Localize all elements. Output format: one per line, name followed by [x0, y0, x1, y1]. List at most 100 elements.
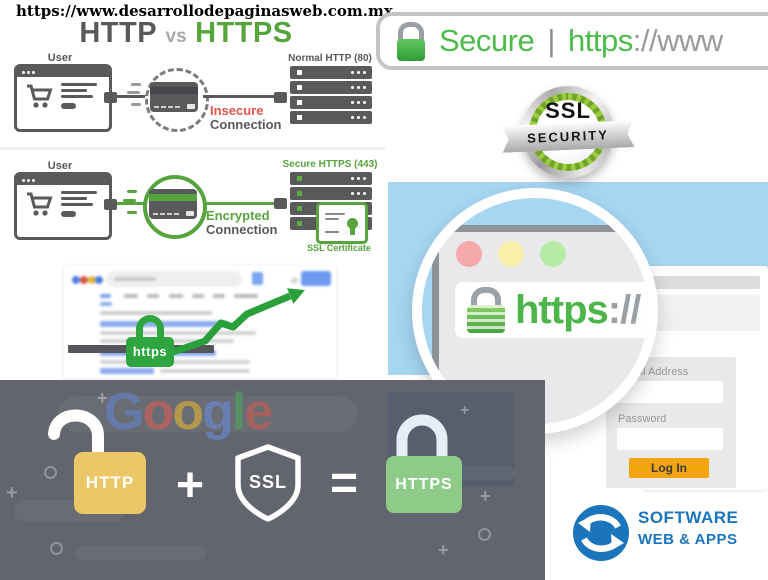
search-input[interactable] — [106, 271, 242, 287]
protocol-https: https — [568, 23, 633, 58]
zoomed-address-bar[interactable]: https:// — [455, 282, 648, 338]
result-title[interactable] — [100, 321, 228, 327]
speed-dash — [131, 83, 141, 86]
maximize-traffic-dot[interactable] — [540, 241, 566, 267]
cable-plug-icon — [104, 199, 117, 210]
server-icon — [290, 96, 372, 109]
tab[interactable] — [100, 294, 111, 298]
google-letter: o — [142, 383, 174, 441]
secure-wire — [117, 202, 145, 205]
decor-ring — [478, 528, 491, 541]
http-padlock-icon: HTTP — [74, 452, 146, 514]
ssl-certificate-icon — [316, 202, 368, 244]
text-line — [61, 203, 93, 206]
result-title[interactable] — [100, 368, 154, 374]
card-header-bar — [650, 276, 760, 289]
login-button[interactable]: Log In — [629, 458, 709, 478]
result-snippet — [100, 331, 256, 335]
browser-titlebar — [17, 67, 109, 77]
server-icon — [290, 81, 372, 94]
software-web-apps-logo-icon — [573, 505, 629, 561]
secure-lock-icon — [396, 21, 426, 61]
url-rest: :// — [607, 287, 642, 332]
google-logo: Google — [104, 382, 273, 442]
user-label-insecure: User — [47, 52, 73, 64]
server-icon — [290, 66, 372, 79]
plus-operator: + — [175, 459, 205, 512]
server-label-http: Normal HTTP (80) — [288, 53, 372, 64]
result-snippet — [160, 369, 250, 373]
secure-status-line1: Encrypted — [206, 208, 270, 223]
apps-icon — [291, 277, 298, 284]
brand-name: SOFTWARE — [638, 508, 739, 527]
section-divider — [0, 147, 385, 150]
google-letter: g — [201, 383, 234, 441]
decor-plus: + — [438, 540, 449, 560]
cable-plug-icon — [104, 92, 117, 103]
browser-address-bar[interactable]: Secure | https://www — [376, 12, 768, 70]
decor-plus: + — [460, 402, 470, 419]
tab[interactable] — [169, 294, 183, 298]
ghost-bar — [58, 396, 358, 432]
badge-ssl-text: SSL — [545, 98, 591, 123]
text-line — [61, 197, 87, 200]
credit-card-icon — [150, 82, 198, 112]
tab[interactable] — [192, 294, 204, 298]
browser-titlebar — [17, 175, 109, 185]
tab[interactable] — [213, 294, 225, 298]
ghost-bar — [76, 546, 206, 560]
https-lock-icon — [467, 287, 505, 333]
title-https: HTTPS — [195, 17, 293, 49]
text-pill — [61, 211, 76, 217]
text-pill — [61, 103, 76, 109]
card-banner — [650, 295, 760, 331]
credit-card-icon — [149, 189, 197, 219]
decor-plus: + — [6, 482, 18, 504]
open-padlock-shackle — [48, 409, 104, 456]
insecure-status-line2: Connection — [210, 117, 282, 132]
http-ssl-equation-panel: Google + + + + + HTTP + SSL = HTTPS — [0, 380, 545, 580]
https-padlock-icon: https — [126, 337, 174, 367]
password-field[interactable] — [617, 428, 723, 450]
stats-line — [100, 311, 212, 315]
server-label-https: Secure HTTPS (443) — [282, 159, 378, 170]
secure-wire — [203, 202, 274, 205]
decor-ring — [50, 542, 63, 555]
server-icon — [290, 111, 372, 124]
tab[interactable] — [234, 294, 258, 298]
tab[interactable] — [147, 294, 159, 298]
search-icon-button[interactable] — [252, 272, 263, 285]
speed-dash — [127, 190, 137, 193]
user-browser-window — [14, 64, 112, 132]
text-line — [61, 89, 87, 92]
text-line — [61, 95, 93, 98]
result-count — [100, 302, 112, 306]
equals-operator: = — [329, 457, 359, 510]
cable-plug-icon — [274, 198, 287, 209]
speed-dash — [123, 199, 136, 202]
logo-dot — [95, 276, 103, 284]
server-icon — [290, 172, 372, 185]
ssl-certificate-label: SSL Certificate — [307, 243, 371, 253]
brand-tagline: WEB & APPS — [638, 531, 738, 548]
secure-label: Secure — [439, 23, 535, 58]
speed-dash — [131, 103, 141, 106]
address-bar-text: Secure | https://www — [439, 23, 723, 59]
close-traffic-dot[interactable] — [456, 241, 482, 267]
main-title: HTTP vs HTTPS — [46, 17, 326, 50]
title-http: HTTP — [79, 17, 158, 49]
speed-dash — [127, 211, 137, 214]
secure-status-line2: Connection — [206, 222, 278, 237]
separator: | — [547, 23, 555, 58]
connection-wire — [203, 95, 274, 98]
minimize-traffic-dot[interactable] — [498, 241, 524, 267]
decor-plus: + — [97, 388, 108, 408]
ssl-shield-icon — [235, 444, 301, 522]
protocol-https: https — [515, 287, 609, 332]
signin-button[interactable] — [301, 271, 331, 286]
cable-plug-icon — [274, 92, 287, 103]
https-padlock-icon: HTTPS — [386, 456, 462, 513]
tab[interactable] — [124, 294, 138, 298]
text-line — [61, 191, 97, 194]
